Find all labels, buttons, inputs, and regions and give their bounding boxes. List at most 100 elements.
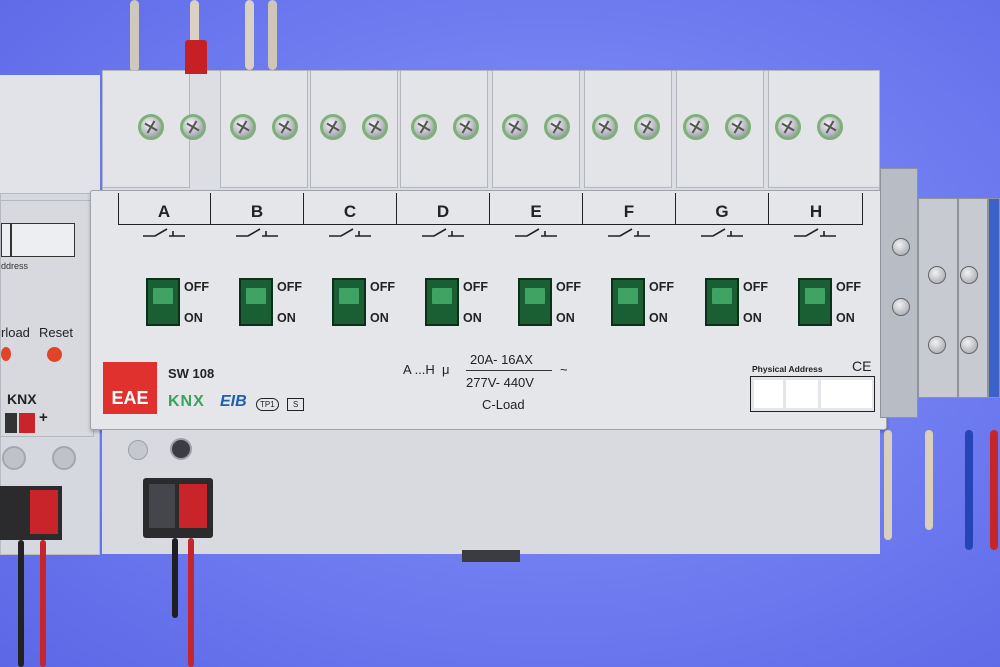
channel-label-a: A xyxy=(118,193,211,225)
terminal-block-8 xyxy=(768,70,880,188)
relay-contact-icon xyxy=(701,228,743,237)
device-bottom xyxy=(102,430,880,554)
physical-address-label: Physical Address xyxy=(752,364,823,374)
address-box-2 xyxy=(11,223,75,257)
switch-off-label: OFF xyxy=(556,280,581,294)
switch-on-label: ON xyxy=(277,311,296,325)
left-knx-connector xyxy=(0,486,62,540)
knx-port-red xyxy=(19,413,35,433)
relay-contact-icon xyxy=(422,228,464,237)
switch-on-label: ON xyxy=(836,311,855,325)
channel-label-g: G xyxy=(676,193,769,225)
status-led xyxy=(128,440,148,460)
s-tag: S xyxy=(287,398,305,411)
screw-icon[interactable] xyxy=(138,114,164,140)
red-wire-clip xyxy=(185,62,207,74)
address-field-3[interactable] xyxy=(821,380,872,408)
model-number: SW 108 xyxy=(168,366,215,381)
screw-icon[interactable] xyxy=(180,114,206,140)
wire-grey-1 xyxy=(130,0,139,72)
knx-label: KNX xyxy=(7,391,37,407)
manual-switch-e[interactable] xyxy=(518,278,552,326)
din-clip xyxy=(462,550,520,562)
screw-icon[interactable] xyxy=(725,114,751,140)
screw-icon[interactable] xyxy=(320,114,346,140)
channel-label-f: F xyxy=(583,193,676,225)
right-wire-red xyxy=(990,430,998,550)
brand-logo: EAE xyxy=(103,362,157,414)
screw-icon[interactable] xyxy=(502,114,528,140)
screw-icon[interactable] xyxy=(683,114,709,140)
address-label: ddress xyxy=(1,261,29,271)
screw-icon[interactable] xyxy=(453,114,479,140)
left-led-2 xyxy=(52,446,76,470)
knx-port-dark xyxy=(5,413,17,433)
right-wire-beige-1 xyxy=(884,430,892,540)
screw-icon[interactable] xyxy=(892,298,910,316)
switch-on-label: ON xyxy=(370,311,389,325)
channel-label-d: D xyxy=(397,193,490,225)
relay-contact-icon xyxy=(143,228,185,237)
channel-label-e: E xyxy=(490,193,583,225)
rating-voltage: 277V- 440V xyxy=(466,375,534,390)
screw-icon[interactable] xyxy=(272,114,298,140)
manual-switch-b[interactable] xyxy=(239,278,273,326)
brand-text: EAE xyxy=(111,388,149,408)
programming-button[interactable] xyxy=(170,438,192,460)
screw-icon[interactable] xyxy=(928,336,946,354)
screw-icon[interactable] xyxy=(892,238,910,256)
left-module-top xyxy=(0,75,100,194)
manual-switch-g[interactable] xyxy=(705,278,739,326)
address-field-2[interactable] xyxy=(786,380,818,408)
address-field-1[interactable] xyxy=(754,380,783,408)
overload-led xyxy=(1,347,11,361)
switch-off-label: OFF xyxy=(836,280,861,294)
rating-prefix: A ...H μ xyxy=(403,362,450,377)
switch-on-label: ON xyxy=(463,311,482,325)
manual-switch-c[interactable] xyxy=(332,278,366,326)
switch-off-label: OFF xyxy=(649,280,674,294)
screw-icon[interactable] xyxy=(928,266,946,284)
rail-block-1 xyxy=(880,168,918,418)
switch-off-label: OFF xyxy=(743,280,768,294)
screw-icon[interactable] xyxy=(362,114,388,140)
rating-divider xyxy=(466,370,552,371)
wire-grey-2 xyxy=(190,0,199,60)
manual-switch-a[interactable] xyxy=(146,278,180,326)
switch-on-label: ON xyxy=(184,311,203,325)
screw-icon[interactable] xyxy=(230,114,256,140)
rail-block-2 xyxy=(918,198,958,398)
wire-grey-4 xyxy=(268,0,277,70)
rail-terminal-blocks xyxy=(880,168,1000,438)
manual-switch-d[interactable] xyxy=(425,278,459,326)
reset-label: Reset xyxy=(39,325,73,340)
switch-off-label: OFF xyxy=(370,280,395,294)
switch-off-label: OFF xyxy=(277,280,302,294)
channel-label-strip xyxy=(118,193,863,225)
tp1-tag: TP1 xyxy=(256,398,279,411)
switch-off-label: OFF xyxy=(463,280,488,294)
screw-icon[interactable] xyxy=(592,114,618,140)
switch-on-label: ON xyxy=(649,311,668,325)
screw-icon[interactable] xyxy=(775,114,801,140)
left-wire-red xyxy=(40,540,46,667)
screw-icon[interactable] xyxy=(817,114,843,140)
rail-block-blue xyxy=(988,198,1000,398)
screw-icon[interactable] xyxy=(960,266,978,284)
manual-switch-h[interactable] xyxy=(798,278,832,326)
screw-icon[interactable] xyxy=(411,114,437,140)
screw-icon[interactable] xyxy=(960,336,978,354)
manual-switch-f[interactable] xyxy=(611,278,645,326)
physical-address-frame xyxy=(750,376,875,412)
reset-led[interactable] xyxy=(47,347,62,362)
right-wire-blue xyxy=(965,430,973,550)
relay-contact-icon xyxy=(515,228,557,237)
left-module-face: ddress rload Reset KNX + xyxy=(0,200,94,437)
screw-icon[interactable] xyxy=(544,114,570,140)
load-type: C-Load xyxy=(482,397,525,412)
relay-contact-icon xyxy=(329,228,371,237)
screw-icon[interactable] xyxy=(634,114,660,140)
address-box-1 xyxy=(1,223,11,257)
overload-label: rload xyxy=(1,325,30,340)
channel-label-c: C xyxy=(304,193,397,225)
